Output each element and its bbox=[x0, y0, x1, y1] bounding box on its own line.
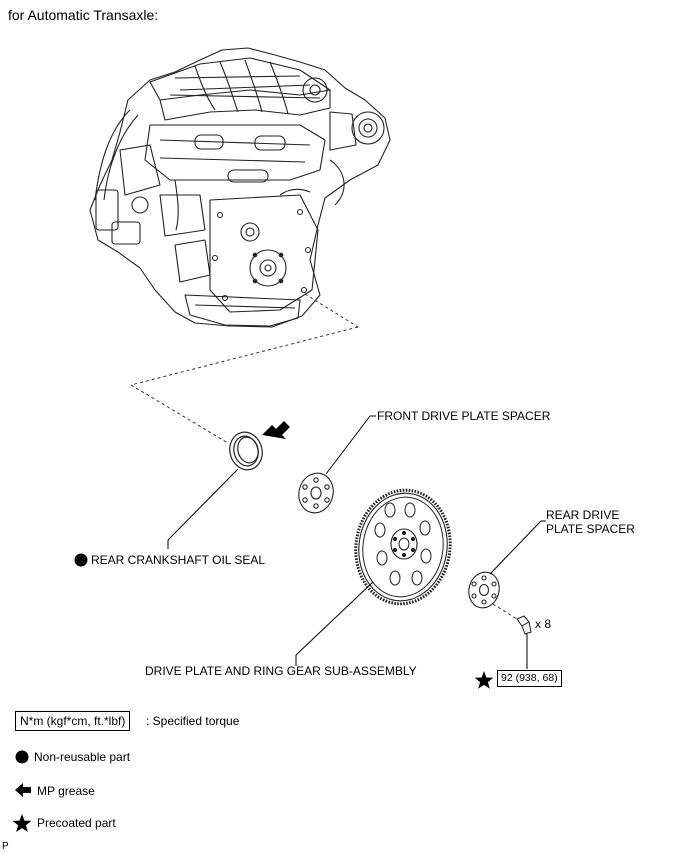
page-title: for Automatic Transaxle: bbox=[8, 7, 159, 23]
leader-lines bbox=[167, 415, 546, 669]
precoated-star-icon bbox=[474, 671, 494, 689]
label-drive-plate-ring-gear: DRIVE PLATE AND RING GEAR SUB-ASSEMBLY bbox=[145, 664, 417, 678]
rear-drive-plate-spacer bbox=[468, 571, 500, 609]
corner-mark: P bbox=[2, 841, 9, 852]
label-rear-drive-plate-spacer-line1: REAR DRIVE bbox=[546, 508, 620, 522]
legend-non-reusable: Non-reusable part bbox=[34, 750, 131, 764]
torque-value-box: 92 (938, 68) bbox=[497, 670, 562, 687]
front-drive-plate-spacer bbox=[298, 472, 334, 514]
mp-grease-arrow-icon bbox=[262, 421, 290, 439]
drive-plate-bolt bbox=[516, 615, 532, 635]
legend-precoated: Precoated part bbox=[37, 816, 116, 830]
drive-plate-ring-gear bbox=[354, 488, 452, 606]
label-rear-crankshaft-oil-seal: REAR CRANKSHAFT OIL SEAL bbox=[91, 553, 266, 567]
engine-illustration bbox=[89, 47, 391, 328]
label-bolt-quantity: x 8 bbox=[535, 617, 552, 631]
rear-crankshaft-oil-seal bbox=[229, 431, 263, 471]
label-front-drive-plate-spacer: FRONT DRIVE PLATE SPACER bbox=[377, 409, 551, 423]
legend-mp-grease: MP grease bbox=[37, 784, 95, 798]
legend-torque-desc: : Specified torque bbox=[146, 714, 240, 728]
non-reusable-dot-icon bbox=[74, 553, 88, 567]
legend-non-reusable-dot-icon bbox=[15, 750, 29, 764]
legend-mp-grease-arrow-icon bbox=[15, 783, 31, 797]
label-rear-drive-plate-spacer-line2: PLATE SPACER bbox=[546, 522, 635, 536]
alignment-dashed-lines bbox=[130, 293, 521, 622]
legend-precoated-star-icon bbox=[12, 814, 32, 832]
legend-torque-box: N*m (kgf*cm, ft.*lbf) bbox=[15, 711, 131, 731]
